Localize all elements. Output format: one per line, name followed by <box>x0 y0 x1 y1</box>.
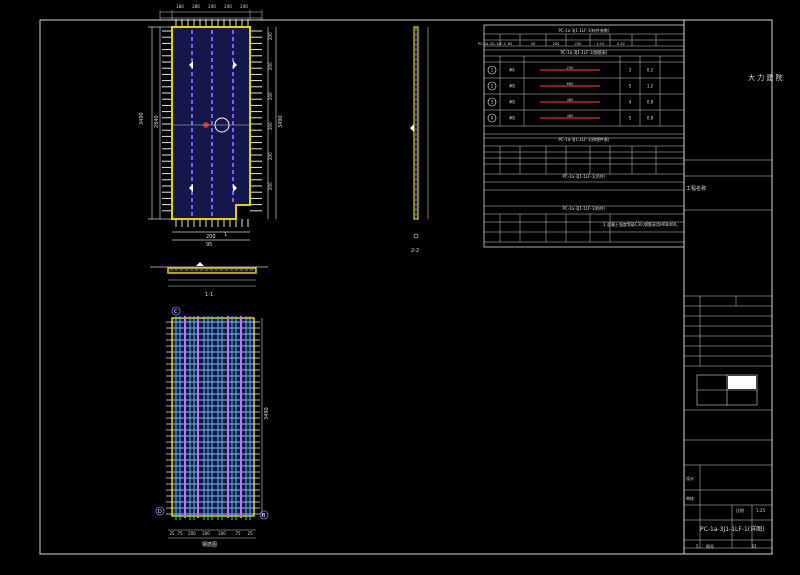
plan-bottom-dim: 200 <box>206 234 216 240</box>
rebar-no-circle <box>487 97 497 107</box>
rebar-no-circle <box>487 113 497 123</box>
project-label: 工程名称 <box>686 185 706 192</box>
rebar-bottom-dim: 75 <box>235 531 241 536</box>
rebar-len: 250 <box>567 66 574 70</box>
plan-top-dim: 200 <box>240 4 248 9</box>
plan-top-dim: 200 <box>208 4 216 9</box>
rebar-bottom-caption: 钢筋图 <box>202 541 217 548</box>
rebar-no-circle <box>487 65 497 75</box>
title-block-frame <box>683 19 773 555</box>
rebar-len: 480 <box>567 114 574 118</box>
rebar-weight: 0.8 <box>647 116 654 121</box>
rebar-right-dim: 3490 <box>264 407 270 420</box>
rebar-len: 480 <box>567 98 574 102</box>
rebar-callout-c <box>171 306 181 316</box>
rebar-no: 1 <box>491 68 494 73</box>
t1-cell: 0.32 <box>617 42 625 46</box>
table-note: 1.混凝土强度等级C30,钢筋采用HRB400。 <box>603 221 680 227</box>
section-1-1-label: 1-1 <box>205 292 213 298</box>
rebar-callout-d-text: D <box>158 509 162 515</box>
rebar-weight: 1.2 <box>647 84 654 89</box>
plan-right-dim: 3490 <box>278 115 284 128</box>
plan-left-dim: 3490 <box>139 112 145 125</box>
sheet-no: 5 <box>696 544 699 549</box>
rebar-bottom-dim: 200 <box>218 531 226 536</box>
rebar-count: 5 <box>629 116 632 121</box>
plan-bottom-dim-2: 95 <box>206 242 212 248</box>
t1-cell: 200 <box>553 42 560 46</box>
rebar-count: 4 <box>629 100 632 105</box>
rebar-bottom-dim: 75 <box>177 531 183 536</box>
table2-title: PC-1a-3J1-1LF-1(钢筋表) <box>561 49 608 55</box>
plan-right-dim-label: 200 <box>268 152 273 160</box>
rebar-count: 5 <box>629 84 632 89</box>
t1-cell: 1.29 <box>596 42 604 46</box>
section-2-2[interactable]: 2-2 <box>410 26 429 254</box>
plan-top-dim: 200 <box>224 4 232 9</box>
lifting-point-markers <box>189 61 237 192</box>
check-label: 审核 <box>686 495 694 501</box>
rebar-callout-b-text: B <box>262 513 266 519</box>
t1-cell: 250 <box>575 42 582 46</box>
section-cut-mark: 1 <box>224 232 227 238</box>
rebar-len: 660 <box>567 82 574 86</box>
rebar-callout-b <box>259 510 269 520</box>
drawing-name: PC-1a-3J1-1LF-1(详图) <box>700 525 764 533</box>
rebar-spec: Φ8 <box>509 100 515 105</box>
table3-title: PC-1a-3J1-1LF-1(预埋件表) <box>559 136 610 142</box>
plan-right-dim-label: 200 <box>268 122 273 130</box>
rebar-weight: 0.2 <box>647 68 654 73</box>
sheet-label: 图号 <box>706 543 714 549</box>
design-label: 设计 <box>686 475 694 481</box>
t1-cell: 60 <box>508 42 512 46</box>
rebar-main-bars <box>184 316 242 518</box>
rebar-spec: Φ8 <box>509 116 515 121</box>
rebar-count: 3 <box>629 68 632 73</box>
plan-right-dim-label: 200 <box>268 62 273 70</box>
plan-left-dim-2: 2840 <box>154 115 160 128</box>
revision: 01 <box>752 544 758 549</box>
rebar-bottom-dim: 200 <box>188 531 196 536</box>
scale-value: 1:25 <box>756 508 765 513</box>
scale-label: 比例 <box>736 507 744 513</box>
rebar-bottom-dim: 25 <box>247 531 253 536</box>
plan-view[interactable]: 180 280 200 200 200 200 200 200 200 200 200 <box>139 4 284 248</box>
rebar-no: 2 <box>491 84 494 89</box>
rebar-spec: Φ8 <box>509 84 515 89</box>
plan-top-dim: 280 <box>192 4 200 9</box>
t1-cell: 2X <box>531 42 536 46</box>
table5-title: PC-1a-3J1-1LF-1(构件) <box>563 205 606 211</box>
title-block[interactable]: 大 力 建 院 工程名称 设计 审核 PC-1a-3J1-1LF-1(详图) 比… <box>684 73 783 549</box>
rebar-no-circle <box>487 81 497 91</box>
t1-cell: PC-1a-3J1-1LF-1 <box>478 42 506 46</box>
rebar-bottom-dim: 25 <box>169 531 175 536</box>
rebar-bottom-dim: 200 <box>202 531 210 536</box>
plan-right-dim-label: 200 <box>268 92 273 100</box>
section-2-2-label: 2-2 <box>411 248 419 254</box>
key-plan-highlight <box>728 376 756 389</box>
rebar-spec: Φ6 <box>509 68 515 73</box>
rebar-weight: 0.8 <box>647 100 654 105</box>
rebar-no: 3 <box>491 100 494 105</box>
section-1-1[interactable]: 1-1 <box>150 262 268 298</box>
rebar-no: 4 <box>491 116 494 121</box>
plan-top-dim: 180 <box>176 4 184 9</box>
company-name: 大 力 建 院 <box>748 73 783 82</box>
plan-right-dim-label: 200 <box>268 182 273 190</box>
table1-title: PC-1a-3J1-1LF-1(构件参数) <box>559 27 610 33</box>
rebar-callout-c-text: C <box>174 309 178 315</box>
plan-right-dim-label: 200 <box>268 32 273 40</box>
table4-title: PC-1a-3J1-1LF-1(吊件) <box>563 173 606 179</box>
rebar-callout-d <box>155 506 165 516</box>
